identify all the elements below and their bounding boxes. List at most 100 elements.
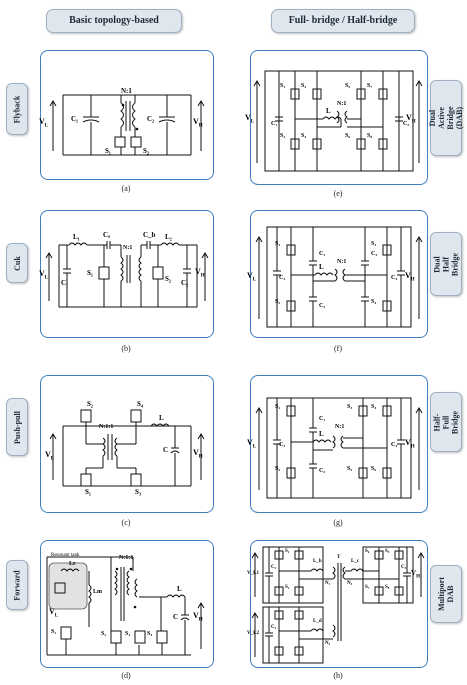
- label-dhb-s1: S₁: [275, 241, 281, 247]
- caption-h: (h): [333, 671, 343, 680]
- label-flyback-vl: VL: [39, 117, 49, 129]
- label-mdab-vl2: V_L2: [247, 631, 259, 636]
- label-pp-vl: VL: [45, 450, 55, 462]
- label-hfb-turns: N:1: [335, 424, 345, 430]
- label-pp-l: L: [159, 414, 164, 422]
- label-hfb-s2: S₂: [275, 466, 281, 472]
- label-dhb-vl: VL: [247, 271, 257, 283]
- label-dhb-s3: S₃: [371, 241, 377, 247]
- label-dab-s6: S₆: [345, 133, 351, 139]
- label-mdab-s6: S₆: [365, 549, 370, 554]
- label-dab-l: L: [326, 107, 331, 115]
- label-hfb-s5: S₅: [347, 466, 353, 472]
- label-pp-s2: S₂: [87, 400, 93, 408]
- label-mdab-n1: N₁: [325, 581, 331, 586]
- label-flyback-s2: S₂: [143, 147, 149, 155]
- caption-c: (c): [121, 518, 131, 527]
- label-pp-vh: VH: [193, 448, 203, 460]
- label-fwd-s4: S₄: [147, 631, 153, 637]
- label-mdab-s8: S₈: [385, 585, 390, 590]
- label-dhb-s4: S₄: [371, 299, 377, 305]
- label-mdab-vl1: V_L1: [247, 571, 259, 576]
- label-dab-vl: VL: [245, 113, 255, 125]
- panel-flyback: VL VH N:1 C₁ C₂ S₁ S₂: [39, 50, 214, 180]
- label-flyback-c2: C₂: [147, 115, 155, 123]
- panel-cuk: VL VH L₁ Cₐ C_b L₂ N:1 C₁ C₂ S₁ S₂: [39, 210, 214, 338]
- label-cuk-vl: VL: [39, 269, 49, 281]
- label-dab-c1: C₁: [271, 121, 278, 127]
- panel-dab: VL VH S₁ S₃ S₅ S₇ S₂ S₄ S₆ S₈ C₁ C₂ L N:…: [245, 50, 428, 185]
- push-pull-circuit: [49, 409, 205, 487]
- label-fwd-l: L: [177, 585, 182, 593]
- label-dab-vh: VH: [406, 113, 416, 125]
- multiport-dab-circuit: [251, 546, 425, 664]
- label-fwd-s2: S₂: [101, 631, 107, 637]
- label-fwd-c: C: [173, 613, 179, 621]
- label-fwd-vl: VL: [49, 607, 59, 619]
- dab-circuit: [253, 70, 423, 172]
- label-mdab-s5: S₅: [385, 549, 390, 554]
- label-mdab-c1: C₁: [271, 565, 277, 570]
- label-cuk-vh: VH: [195, 267, 205, 279]
- dual-half-bridge-circuit: [255, 226, 423, 328]
- label-cuk-ca: Cₐ: [103, 231, 111, 239]
- label-dab-s7: S₇: [367, 83, 373, 89]
- panel-forward: Resonant tank VL VH N:1:1 Lr Lm S₁ S₂ S₃…: [40, 540, 214, 668]
- label-dhb-s2: S₂: [275, 299, 281, 305]
- resonant-tank-box: [48, 562, 88, 610]
- label-dab-s5: S₅: [345, 83, 351, 89]
- label-dhb-c5: C₃: [279, 275, 286, 281]
- label-cuk-c1: C₁: [61, 279, 69, 287]
- label-fwd-s1: S₁: [51, 629, 57, 635]
- caption-a: (a): [121, 184, 131, 193]
- side-label-forward: Forward: [6, 560, 28, 610]
- label-dab-c2: C₂: [403, 121, 410, 127]
- panel-multiport-dab: V_L1 V_L2 VH S₁ S₂ S₅ S₆ S₇ S₈ C₁ C₂ C₃ …: [247, 540, 428, 668]
- header-full-half-bridge: Full- bridge / Half-bridge: [271, 9, 415, 33]
- label-dhb-c1: C₁: [319, 251, 326, 257]
- label-dab-s8: S₈: [367, 133, 373, 139]
- side-label-dual-half-bridge: Dual Half Bridge: [430, 232, 462, 296]
- label-dhb-c3: C₃: [371, 251, 378, 257]
- caption-e: (e): [333, 189, 343, 198]
- label-pp-s3: S₃: [135, 488, 141, 496]
- forward-circuit: [46, 556, 205, 656]
- label-cuk-cb: C_b: [143, 231, 156, 239]
- label-dab-s2: S₂: [280, 133, 286, 139]
- label-hfb-c3: C₃: [279, 442, 286, 448]
- caption-g: (g): [333, 518, 343, 527]
- label-dab-s4: S₄: [301, 133, 307, 139]
- label-hfb-s6: S₆: [371, 466, 377, 472]
- label-pp-s4: S₄: [137, 400, 143, 408]
- label-hfb-c1: C₁: [319, 416, 326, 422]
- label-mdab-n2: N₂: [325, 641, 331, 646]
- panel-half-full-bridge: VL VH S₁ S₂ S₃ S₄ S₅ S₆ C₁ C₂ C₃ C₄ L N:…: [247, 375, 428, 513]
- flyback-circuit: [49, 94, 205, 156]
- caption-d: (d): [121, 671, 131, 680]
- label-dab-turns: N:1: [337, 101, 347, 107]
- label-mdab-s2: S₂: [285, 585, 290, 590]
- label-cuk-s1: S₁: [87, 269, 93, 277]
- panel-push-pull: VL VH S₂ S₄ S₁ S₃ N:1:1 L C: [40, 375, 214, 513]
- label-flyback-turns: N:1: [121, 87, 132, 95]
- header-basic-topology: Basic topology-based: [46, 9, 182, 33]
- label-hfb-vl: VL: [247, 438, 257, 450]
- label-fwd-lm: Lm: [93, 589, 102, 595]
- label-fwd-vh: VH: [193, 611, 203, 623]
- label-mdab-c2: C₂: [271, 625, 277, 630]
- label-pp-turns: N:1:1: [99, 424, 114, 430]
- label-dhb-c2: C₂: [319, 303, 326, 309]
- label-dhb-l: L: [319, 263, 324, 271]
- label-mdab-lb: L_c: [351, 559, 360, 564]
- label-fwd-resonant-tank: Resonant tank: [51, 553, 80, 558]
- side-label-push-pull: Push-pull: [6, 398, 28, 456]
- caption-f: (f): [334, 344, 342, 353]
- label-cuk-l2: L₂: [165, 233, 172, 241]
- label-fwd-s3: S₃: [125, 631, 131, 637]
- label-mdab-t: T: [337, 555, 341, 560]
- label-cuk-c2: C₂: [181, 279, 189, 287]
- label-hfb-c4: C₄: [391, 442, 398, 448]
- label-hfb-s1: S₁: [275, 404, 281, 410]
- side-label-multiport-dab: Multiport DAB: [430, 565, 462, 623]
- label-fwd-lr: Lr: [69, 561, 76, 567]
